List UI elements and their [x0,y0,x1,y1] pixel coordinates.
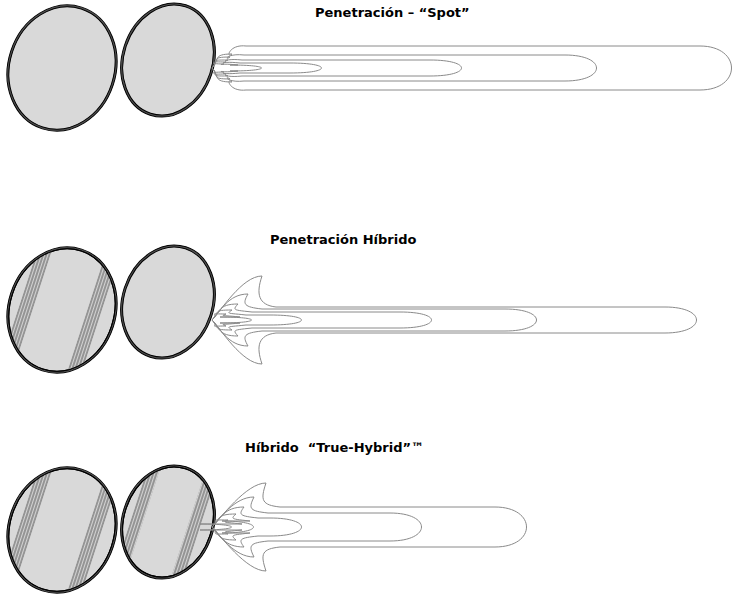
isolux-contour [200,520,242,534]
isolux-contour [212,483,527,571]
pattern-title: Híbrido “True-Hybrid”™ [245,440,424,456]
lens [0,0,133,146]
isolux-contour [212,276,697,364]
beam-contours [200,46,732,571]
isolux-contour [212,60,462,77]
isolux-contour [212,62,322,74]
isolux-contour [212,507,302,547]
isolux-contour [212,304,432,336]
isolux-contour [212,514,254,540]
isolux-contour [212,294,537,346]
pattern-title: Penetración Híbrido [270,232,416,248]
isolux-contour [212,46,732,90]
isolux-contour [212,310,302,330]
fluted-lens [106,453,229,592]
isolux-contour [212,314,252,326]
fluted-lens [0,232,133,387]
isolux-contour [212,55,597,82]
lens [106,0,229,129]
fluted-lens [0,452,133,601]
isolux-contour [212,497,422,557]
lens [106,233,229,372]
isolux-contour [212,63,262,73]
pattern-title: Penetración – “Spot” [315,5,470,21]
